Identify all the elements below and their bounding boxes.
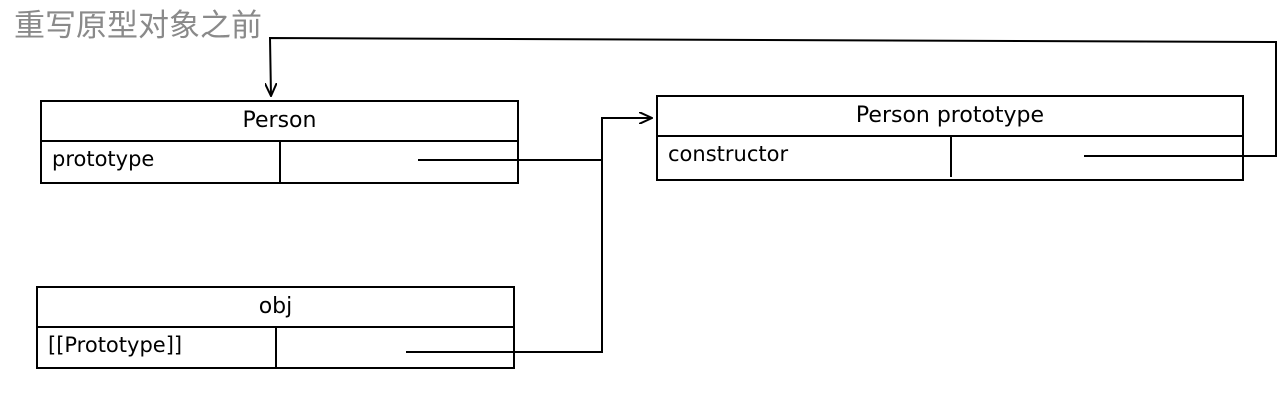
edge-constructor-to-person bbox=[270, 36, 1277, 157]
person-prototype-label: prototype bbox=[42, 142, 281, 182]
constructor-row: constructor bbox=[658, 137, 1242, 177]
person-prototype-box-header: Person prototype bbox=[658, 97, 1242, 137]
person-prototype-box: Person prototype constructor bbox=[656, 95, 1244, 181]
obj-prototype-row: [[Prototype]] bbox=[38, 328, 513, 368]
diagram-title: 重写原型对象之前 bbox=[14, 8, 262, 44]
person-box: Person prototype bbox=[40, 100, 519, 184]
obj-box: obj [[Prototype]] bbox=[36, 286, 515, 369]
obj-box-header: obj bbox=[38, 288, 513, 328]
person-prototype-row: prototype bbox=[42, 142, 517, 182]
constructor-label: constructor bbox=[658, 137, 952, 177]
edge-obj-prototype-to-person-prototype bbox=[406, 160, 603, 353]
edge-person-prototype-to-person-prototype bbox=[418, 118, 652, 161]
person-box-header: Person bbox=[42, 102, 517, 142]
obj-prototype-label: [[Prototype]] bbox=[38, 328, 277, 368]
